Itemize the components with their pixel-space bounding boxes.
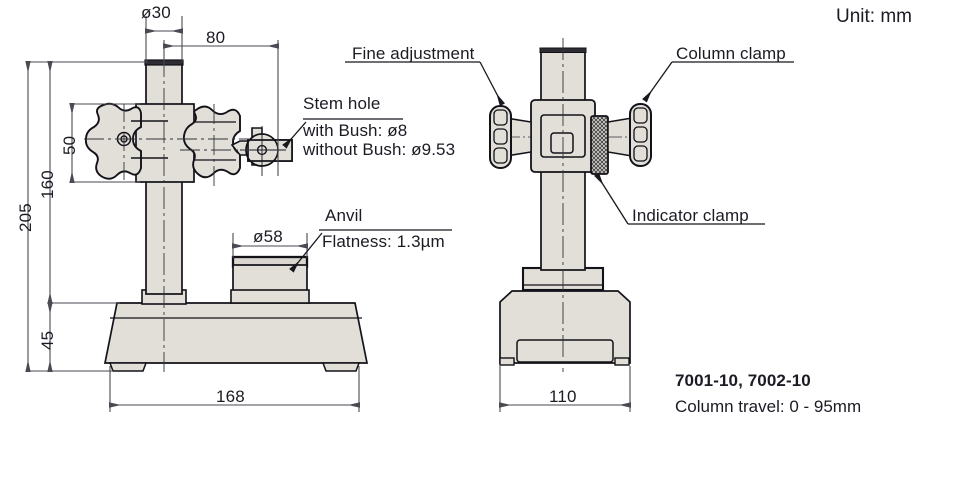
dim-base-depth: 110 — [549, 387, 577, 406]
dim-total-height: 205 — [16, 203, 35, 232]
callout-stem-hole-without-bush: without Bush: ø9.53 — [303, 140, 456, 159]
base-plate-front — [103, 302, 369, 364]
callout-column-clamp: Column clamp — [676, 44, 786, 63]
callout-stem-hole-title: Stem hole — [303, 94, 381, 113]
base-foot-left — [108, 362, 148, 372]
callout-indicator-clamp: Indicator clamp — [632, 206, 749, 225]
dim-column-diameter: ø30 — [141, 3, 171, 22]
dim-reach: 80 — [206, 28, 226, 47]
base-pocket-side — [516, 339, 614, 363]
base-foot-right — [321, 362, 361, 372]
base-foot-side-left — [499, 357, 515, 366]
column-clamp-knob-front — [84, 102, 142, 180]
dim-anvil-diameter: ø58 — [253, 227, 283, 246]
dim-clamp-height: 50 — [60, 135, 79, 155]
clamp-inner-detail-side — [550, 132, 574, 154]
front-view-leaders — [282, 118, 452, 273]
anvil-body-front — [232, 264, 308, 293]
unit-note: Unit: mm — [836, 6, 912, 27]
dim-base-width: 168 — [216, 387, 245, 406]
side-view-dimensions — [499, 366, 631, 412]
dim-base-height: 45 — [38, 330, 57, 350]
model-numbers: 7001-10, 7002-10 — [675, 371, 811, 390]
anvil-base-front — [230, 289, 310, 304]
column-travel: Column travel: 0 - 95mm — [675, 397, 862, 416]
base-foot-side-right — [614, 357, 630, 366]
knurled-collar-side — [590, 115, 609, 175]
side-view-geometry — [489, 38, 652, 372]
callout-anvil-title: Anvil — [325, 206, 363, 225]
callout-fine-adjustment: Fine adjustment — [352, 44, 475, 63]
callout-anvil-flatness: Flatness: 1.3µm — [322, 232, 445, 251]
front-view-geometry — [84, 55, 369, 372]
front-view-dimensions — [25, 16, 360, 412]
callout-stem-hole-with-bush: with Bush: ø8 — [303, 121, 408, 140]
dim-column-height: 160 — [38, 170, 57, 199]
side-view-leaders — [345, 61, 794, 225]
